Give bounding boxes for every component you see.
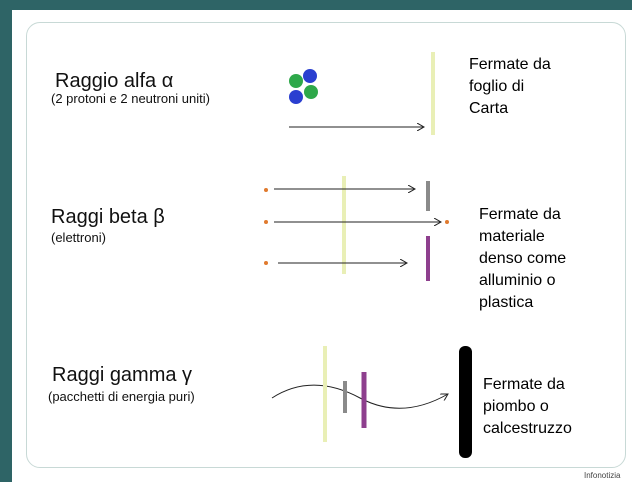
electron-icon [264, 188, 268, 192]
electron-icon [445, 220, 449, 224]
beta-stop-line-1: Fermate da [479, 206, 561, 223]
electron-icon [264, 220, 268, 224]
gamma-stop-line-3: calcestruzzo [483, 420, 572, 437]
beta-stop-line-3: denso come [479, 250, 567, 267]
alpha-title: Raggio alfa α [55, 70, 174, 92]
alpha-stop-line-1: Fermate da [469, 56, 551, 73]
credit-text: Infonotizia [584, 471, 621, 480]
gamma-stop-line-2: piombo o [483, 398, 549, 415]
beta-stop-line-5: plastica [479, 294, 534, 311]
gamma-ray-wave [271, 384, 448, 409]
gamma-stop-line-1: Fermate da [483, 376, 565, 393]
beta-subtitle: (elettroni) [51, 230, 106, 245]
beta-stop-text: Fermate da materiale denso come allumini… [479, 204, 566, 314]
beta-stop-line-4: alluminio o [479, 272, 556, 289]
lead-block [459, 346, 472, 458]
electron-icon [264, 261, 268, 265]
alpha-particle-icon [289, 69, 318, 104]
gamma-subtitle: (pacchetti di energia puri) [48, 389, 195, 404]
beta-title: Raggi beta β [51, 206, 165, 228]
alpha-stop-text: Fermate da foglio di Carta [469, 54, 551, 120]
alpha-stop-line-3: Carta [469, 100, 509, 117]
beta-stop-line-2: materiale [479, 228, 545, 245]
gamma-stop-text: Fermate da piombo o calcestruzzo [483, 374, 572, 440]
alpha-subtitle: (2 protoni e 2 neutroni uniti) [51, 91, 210, 106]
gamma-title: Raggi gamma γ [52, 364, 193, 386]
alpha-stop-line-2: foglio di [469, 78, 525, 95]
